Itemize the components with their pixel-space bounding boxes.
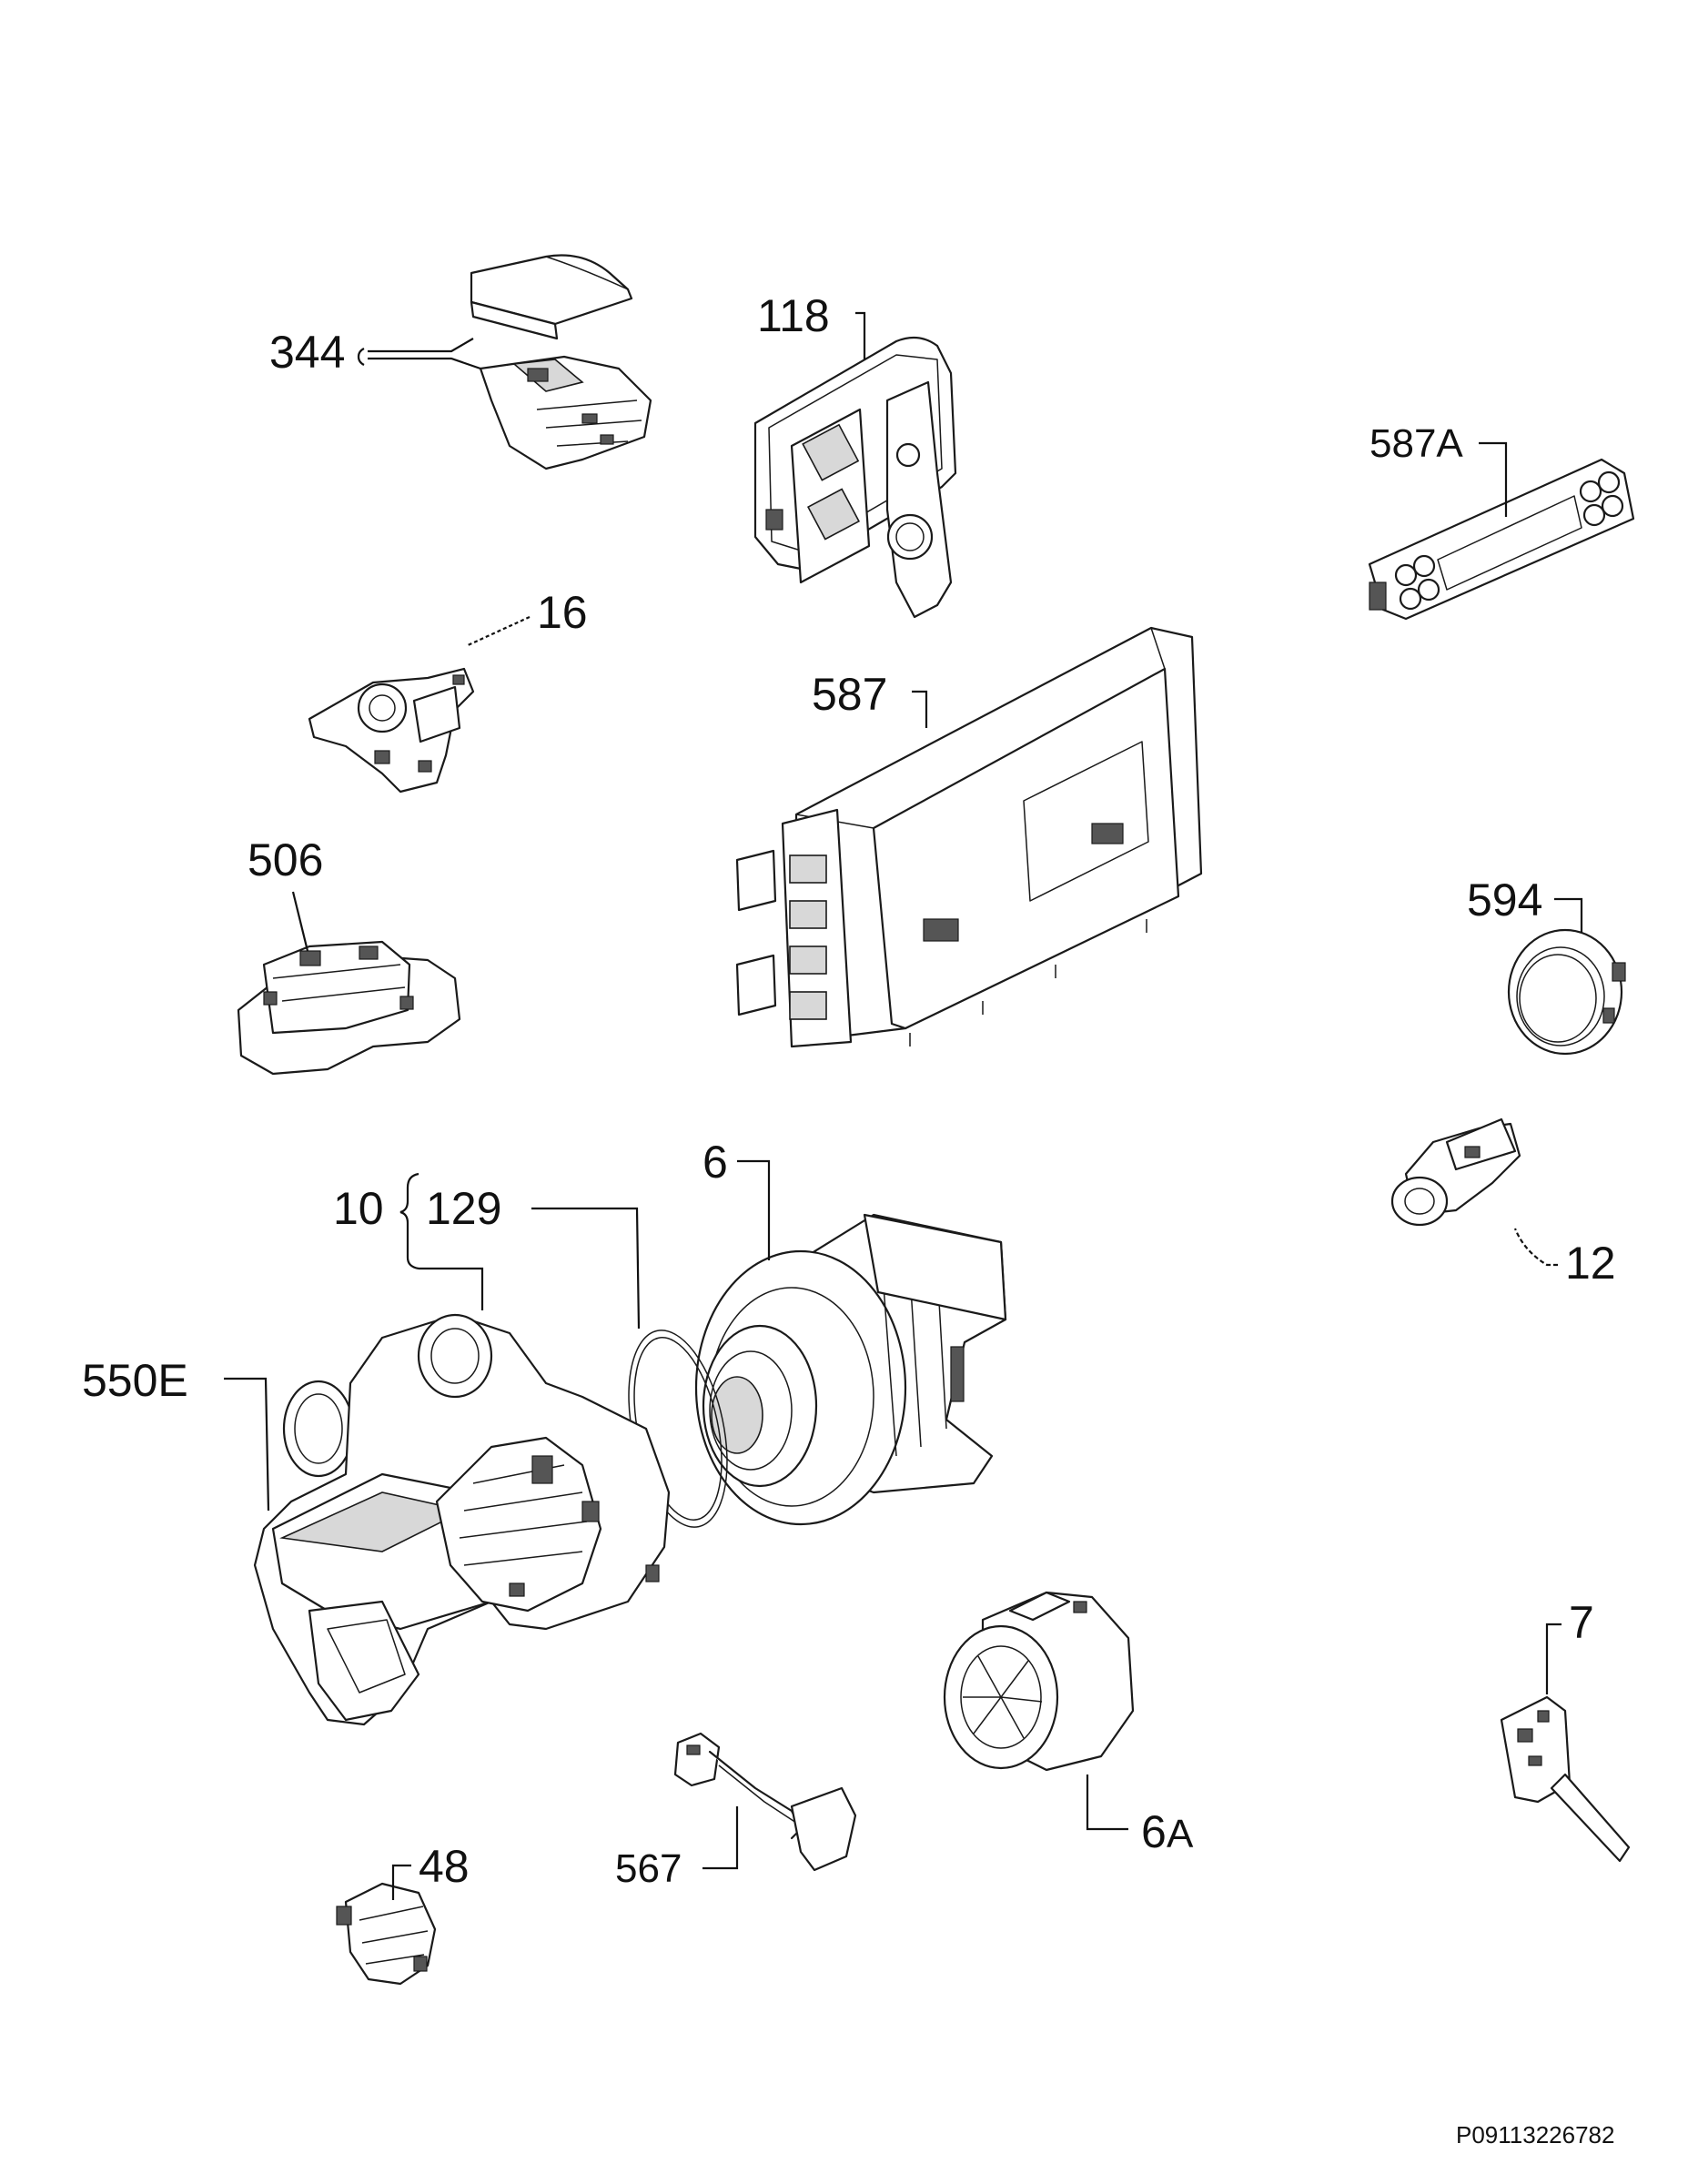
part-506-drawing [237, 940, 461, 1076]
label-506: 506 [248, 834, 323, 885]
part-587-drawing [735, 626, 1203, 1048]
part-6A-drawing [943, 1591, 1135, 1772]
part-594-label: 594 [1467, 875, 1583, 933]
part-6-label: 6 [702, 1137, 771, 1260]
part-550E-drawing [253, 1313, 671, 1726]
label-129: 129 [426, 1183, 501, 1234]
part-587-label: 587 [812, 669, 928, 728]
reference-code: P09113226782 [1456, 2121, 1614, 2149]
part-129-label: 129 [426, 1183, 641, 1330]
label-567: 567 [615, 1846, 682, 1891]
label-10: 10 [333, 1183, 384, 1234]
label-7: 7 [1569, 1597, 1594, 1648]
label-587: 587 [812, 669, 887, 720]
part-16-drawing [308, 667, 475, 794]
part-12-label: 12 [1513, 1228, 1616, 1289]
part-48-label: 48 [391, 1841, 470, 1900]
label-6: 6 [702, 1137, 728, 1188]
label-118: 118 [757, 290, 830, 341]
part-587A-drawing [1368, 458, 1635, 621]
label-550E: 550E [82, 1355, 188, 1406]
part-567-label: 567 [615, 1806, 739, 1891]
label-16: 16 [537, 587, 588, 638]
label-6A-suffix: A [1167, 1812, 1194, 1856]
part-550E-label: 550E [82, 1355, 270, 1512]
part-118-drawing [753, 336, 957, 619]
label-48: 48 [419, 1841, 470, 1892]
label-12: 12 [1565, 1238, 1616, 1289]
part-6-drawing [694, 1213, 1007, 1526]
part-12-drawing [1390, 1117, 1521, 1227]
part-16-label: 16 [465, 587, 588, 648]
part-344-label: 344 [269, 327, 481, 378]
part-7-drawing [1500, 1695, 1631, 1863]
part-10-label: 10 [333, 1172, 484, 1310]
label-6A-number: 6 [1141, 1806, 1167, 1857]
part-594-drawing [1507, 928, 1626, 1056]
label-344: 344 [269, 327, 345, 378]
label-594: 594 [1467, 875, 1542, 925]
part-567-drawing [673, 1732, 857, 1872]
part-506-label: 506 [248, 834, 323, 952]
part-48-drawing [336, 1882, 437, 1986]
label-587A: 587A [1370, 421, 1463, 466]
part-6A-label: 6 A [1086, 1774, 1194, 1857]
part-587A-label: 587A [1370, 421, 1508, 517]
part-118-label: 118 [757, 290, 866, 359]
part-344-drawing [470, 254, 652, 470]
part-7-label: 7 [1545, 1597, 1594, 1694]
